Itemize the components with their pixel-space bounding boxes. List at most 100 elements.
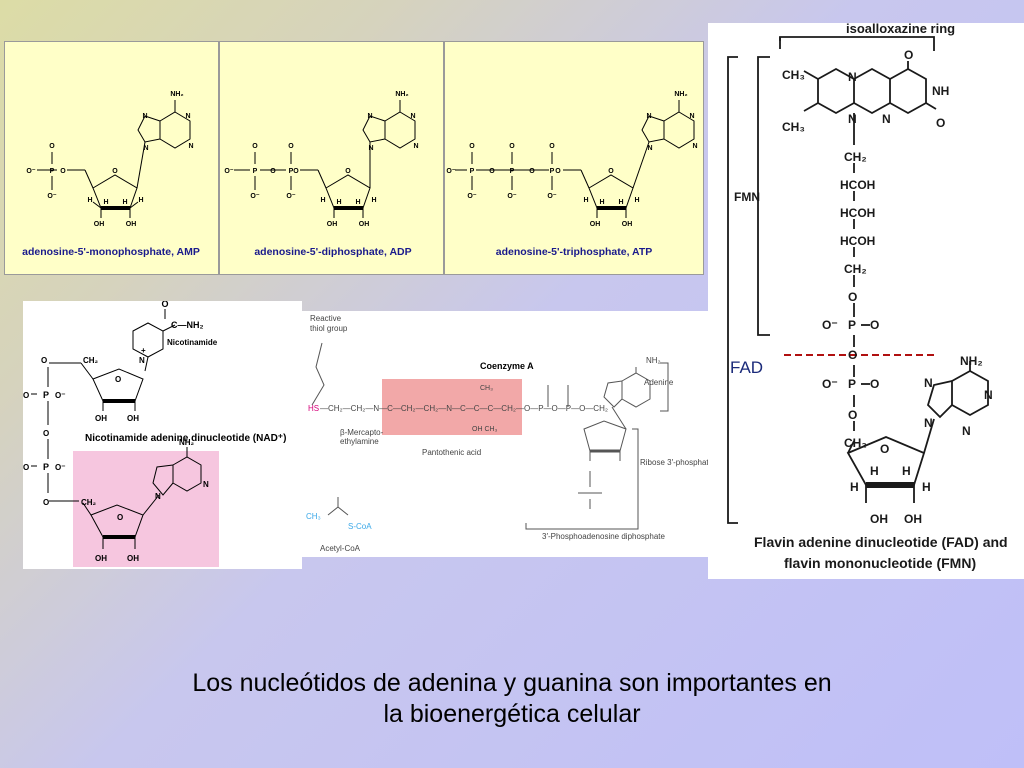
n-atom: N	[984, 388, 993, 402]
o-atom: O	[23, 463, 29, 472]
amine-label: NH₂	[674, 91, 687, 98]
methyl-label: CH₃	[782, 120, 805, 134]
o-atom: O	[49, 143, 55, 150]
h-atom: H	[103, 199, 108, 206]
pantothenic-highlight	[382, 379, 522, 435]
methyl-label: CH₃	[480, 385, 493, 392]
amp-label: adenosine-5'-monophosphate, AMP	[22, 246, 200, 258]
caption-line-2: la bioenergética celular	[383, 700, 641, 728]
n-atom: N	[646, 113, 651, 120]
n-atom: N	[155, 492, 161, 501]
adenosine-highlight	[73, 451, 219, 567]
h-atom: H	[336, 199, 341, 206]
o-atom: O	[555, 168, 561, 175]
h-atom: H	[922, 480, 931, 494]
coa-title: Coenzyme A	[480, 361, 534, 371]
p-atom: P	[289, 168, 294, 175]
flavin-structure: isoalloxazine ring	[727, 21, 1008, 571]
mercapto-label: β-Mercapto-	[340, 428, 384, 437]
h-atom: H	[122, 199, 127, 206]
ch2-label: CH₂	[844, 436, 867, 450]
flavin-panel: isoalloxazine ring	[708, 21, 1024, 579]
coa-chain: —CH₂—CH₂—N—C—CH₂—CH₂—N—C—C—C—CH₂—O—P—O—P…	[320, 404, 608, 413]
n-atom: N	[692, 143, 697, 150]
o-atom: O	[608, 168, 614, 175]
o-minus-atom: O⁻	[822, 318, 838, 332]
amine-label: NH₂	[179, 438, 195, 447]
o-atom: O	[870, 377, 879, 391]
o-atom: O	[43, 429, 49, 438]
o-atom: O	[848, 290, 857, 304]
o-atom: O	[870, 318, 879, 332]
amine-label: NH₂	[170, 91, 183, 98]
h-atom: H	[583, 197, 588, 204]
n-atom: N	[185, 113, 190, 120]
o-minus-atom: O⁻	[822, 377, 838, 391]
h-atom: H	[320, 197, 325, 204]
hydroxyl-label: OH	[904, 512, 922, 526]
nad-panel: O C—NH₂ Nicotinamide + N CH₂ O P O O⁻ O …	[23, 299, 302, 569]
p-atom: P	[848, 377, 856, 391]
hydroxyl-label: OH	[95, 414, 107, 423]
fad-label: FAD	[730, 358, 763, 377]
slide-caption: Los nucleótidos de adenina y guanina son…	[0, 668, 1024, 730]
o-atom: O	[161, 301, 168, 309]
h-atom: H	[371, 197, 376, 204]
n-atom: N	[689, 113, 694, 120]
pantothenic-label: Pantothenic acid	[422, 448, 481, 457]
o-atom: O	[489, 168, 495, 175]
acetyl-sulfur-label: S-CoA	[348, 522, 372, 531]
amp-panel: NH₂ N N N N O P O O⁻ O⁻ O H H H H OH OH …	[4, 41, 219, 275]
o-atom: O	[270, 168, 276, 175]
o-minus-atom: O⁻	[446, 168, 455, 175]
amine-label: NH₂	[646, 356, 661, 365]
atp-panel: NH₂ N N N N O P P P O O O O⁻ O⁻ O⁻ O⁻ O …	[444, 41, 704, 275]
o-atom: O	[43, 498, 49, 507]
nad-title: Nicotinamide adenine dinucleotide (NAD⁺)	[85, 433, 286, 444]
hcoh-label: HCOH	[840, 234, 875, 248]
atp-structure: NH₂ N N N N O P P P O O O O⁻ O⁻ O⁻ O⁻ O …	[446, 91, 697, 258]
o-minus-atom: O⁻	[467, 193, 476, 200]
n-atom: N	[848, 70, 857, 84]
h-atom: H	[599, 199, 604, 206]
isoalloxazine-label: isoalloxazine ring	[846, 23, 955, 36]
hydroxyl-label: OH	[590, 221, 601, 228]
hydroxyl-label: OH	[327, 221, 338, 228]
acetyl-methyl-label: CH₃	[306, 512, 321, 521]
p-atom: P	[470, 168, 475, 175]
fmn-label: FMN	[734, 190, 760, 204]
ch2-label: CH₂	[844, 262, 867, 276]
hydroxyl-label: OH	[94, 221, 105, 228]
p-atom: P	[550, 168, 555, 175]
nicotinamide-label: Nicotinamide	[167, 338, 218, 347]
thiol-hs-label: HS	[308, 404, 319, 413]
h-atom: H	[87, 197, 92, 204]
o-atom: O	[549, 143, 555, 150]
o-atom: O	[23, 391, 29, 400]
o-atom: O	[288, 143, 294, 150]
h-atom: H	[618, 199, 623, 206]
p-atom: P	[253, 168, 258, 175]
o-atom: O	[293, 168, 299, 175]
p-atom: P	[50, 168, 55, 175]
o-atom: O	[115, 375, 121, 384]
hydroxyl-label: OH	[95, 554, 107, 563]
o-atom: O	[112, 168, 118, 175]
o-atom: O	[469, 143, 475, 150]
adp-structure: NH₂ N N N N O P P O O O⁻ O⁻ O⁻ O O H H H…	[224, 91, 418, 258]
hcoh-label: HCOH	[840, 206, 875, 220]
o-atom: O	[848, 408, 857, 422]
h-atom: H	[355, 199, 360, 206]
h-atom: H	[902, 464, 911, 478]
p-atom: P	[848, 318, 856, 332]
h-atom: H	[138, 197, 143, 204]
ch2-label: CH₂	[844, 150, 867, 164]
o-atom: O	[904, 48, 913, 62]
hydroxyl-label: OH	[126, 221, 137, 228]
nad-structure: O C—NH₂ Nicotinamide + N CH₂ O P O O⁻ O …	[23, 299, 286, 567]
n-atom: N	[410, 113, 415, 120]
flavin-title-line1: Flavin adenine dinucleotide (FAD) and	[754, 534, 1008, 550]
adp-panel: NH₂ N N N N O P P O O O⁻ O⁻ O⁻ O O H H H…	[219, 41, 444, 275]
amine-label: NH₂	[960, 354, 983, 368]
